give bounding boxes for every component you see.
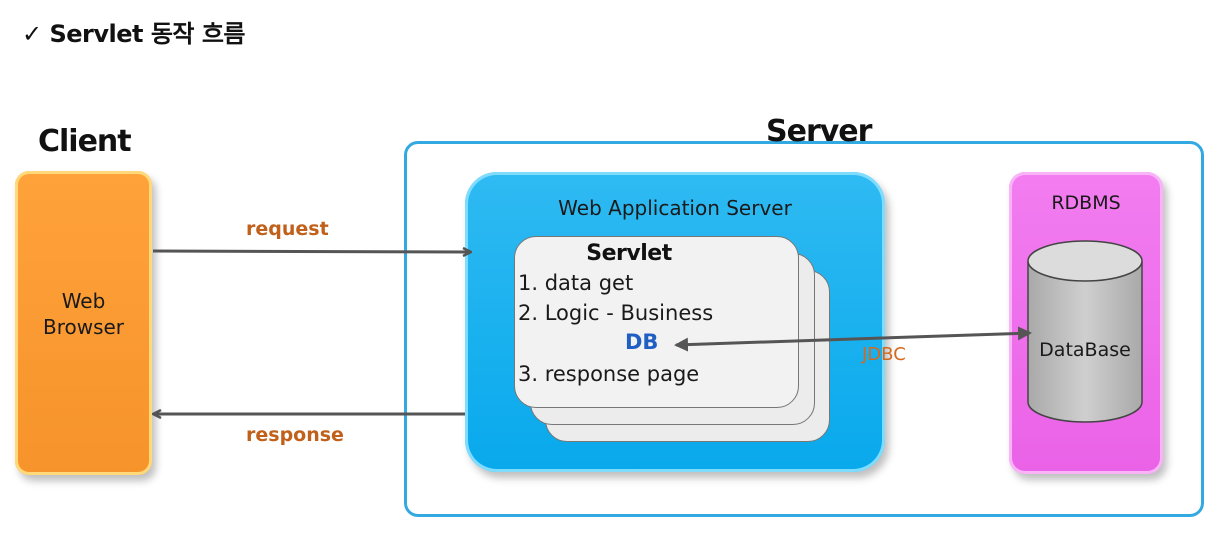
web-application-server-label: Web Application Server xyxy=(558,196,792,220)
servlet-title: Servlet xyxy=(586,241,672,266)
request-arrow xyxy=(152,251,470,252)
web-browser-label: Web Browser xyxy=(15,288,152,340)
database-cylinder-icon xyxy=(1027,240,1143,423)
servlet-step-logic: 2. Logic - Business xyxy=(518,301,714,325)
rdbms-label: RDBMS xyxy=(1051,192,1121,214)
servlet-db-label: DB xyxy=(625,330,659,354)
client-title: Client xyxy=(38,124,132,159)
jdbc-arrow xyxy=(674,326,1032,352)
web-browser-box xyxy=(15,171,152,475)
server-container xyxy=(404,141,1204,517)
web-browser-label-line2: Browser xyxy=(42,315,125,339)
response-label: response xyxy=(246,424,344,446)
web-browser-label-line1: Web xyxy=(61,289,106,313)
servlet-step-response: 3. response page xyxy=(518,362,700,386)
jdbc-label: JDBC xyxy=(862,344,906,365)
servlet-step-data-get: 1. data get xyxy=(518,271,634,295)
request-label: request xyxy=(246,218,329,240)
page-heading: ✓ Servlet 동작 흐름 xyxy=(22,20,246,48)
server-title: Server xyxy=(766,114,872,149)
servlet-card-front xyxy=(514,236,799,408)
database-label: DataBase xyxy=(1039,339,1131,361)
